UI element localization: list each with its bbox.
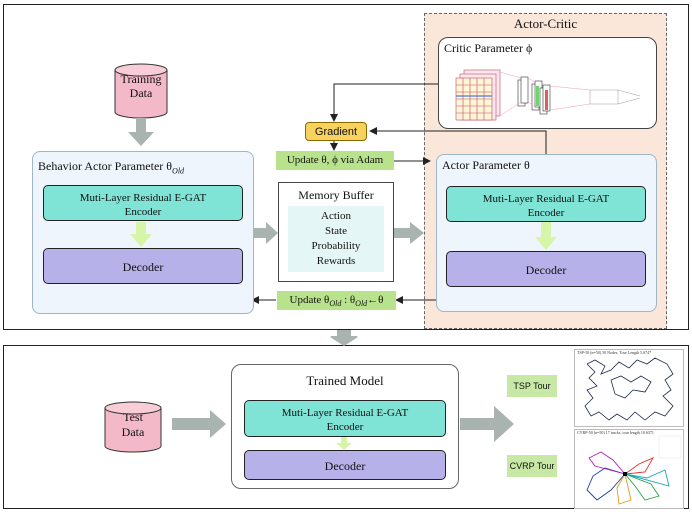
update-old-bar: Update θOld : θOld←θ — [277, 291, 396, 310]
tsp-plot-caption: TSP-50 (n=50) 50 Nodes, Tour Length 5.67… — [577, 350, 652, 355]
trained-encoder: Muti-Layer Residual E-GAT Encoder — [244, 400, 446, 437]
gradient-label: Gradient — [314, 126, 358, 138]
update-old-sub1: Old — [329, 299, 342, 309]
update-old-middle: : θ — [341, 294, 356, 306]
actor-parameter-box — [436, 154, 657, 312]
tsp-plot: TSP-50 (n=50) 50 Nodes, Tour Length 5.67… — [574, 349, 684, 427]
panel-connector-arrow — [330, 330, 358, 346]
memory-item-action: Action — [321, 210, 351, 222]
tsp-tour-drawing — [584, 357, 674, 421]
update-old-suffix: ←θ — [367, 294, 384, 306]
trained-decoder: Decoder — [244, 450, 446, 480]
behavior-decoder-label: Decoder — [122, 260, 164, 274]
behavior-actor-title-text: Behavior Actor Parameter θ — [38, 159, 173, 173]
test-data-label: Test Data — [121, 410, 145, 439]
trained-encoder-label: Muti-Layer Residual E-GAT Encoder — [281, 407, 409, 433]
training-data-label: Training Data — [120, 72, 162, 100]
behavior-encoder-label: Muti-Layer Residual E-GAT Encoder — [79, 192, 207, 218]
memory-item-state: State — [325, 225, 347, 237]
memory-item-rewards: Rewards — [316, 255, 356, 267]
memory-buffer-contents: Action State Probability Rewards — [288, 206, 384, 272]
trained-decoder-label: Decoder — [324, 459, 366, 473]
behavior-decoder: Decoder — [43, 248, 243, 284]
tsp-tour-label: TSP Tour — [507, 375, 557, 397]
critic-title: Critic Parameter ϕ — [444, 41, 533, 55]
actor-encoder: Muti-Layer Residual E-GAT Encoder — [446, 186, 646, 222]
cvrp-plot-caption: CVRP-50 (n=50) 17 trucks, tour length 10… — [577, 430, 654, 435]
gradient-box: Gradient — [305, 122, 367, 141]
actor-decoder: Decoder — [446, 251, 646, 287]
cvrp-plot: CVRP-50 (n=50) 17 trucks, tour length 10… — [574, 429, 684, 509]
update-old-sub2: Old — [355, 299, 368, 309]
actor-encoder-label: Muti-Layer Residual E-GAT Encoder — [482, 193, 610, 219]
tsp-tour-label-text: TSP Tour — [513, 381, 551, 391]
trained-model-title: Trained Model — [306, 373, 384, 388]
cvrp-tour-label-text: CVRP Tour — [509, 461, 555, 471]
memory-item-probability: Probability — [311, 240, 361, 252]
behavior-actor-title: Behavior Actor Parameter θOld — [38, 159, 184, 175]
update-old-prefix: Update θ — [289, 294, 330, 306]
update-adam-bar: Update θ, ϕ via Adam — [276, 151, 394, 170]
cvrp-tour-label: CVRP Tour — [507, 455, 557, 477]
behavior-actor-box — [32, 151, 254, 314]
behavior-encoder: Muti-Layer Residual E-GAT Encoder — [43, 185, 243, 221]
update-adam-label: Update θ, ϕ via Adam — [286, 154, 384, 166]
behavior-actor-title-sub: Old — [172, 166, 185, 176]
cvrp-tour-drawing — [586, 435, 682, 505]
memory-buffer-title: Memory Buffer — [298, 188, 374, 202]
actor-title: Actor Parameter θ — [442, 158, 530, 172]
actor-critic-title: Actor-Critic — [513, 16, 578, 31]
actor-decoder-label: Decoder — [525, 263, 567, 277]
